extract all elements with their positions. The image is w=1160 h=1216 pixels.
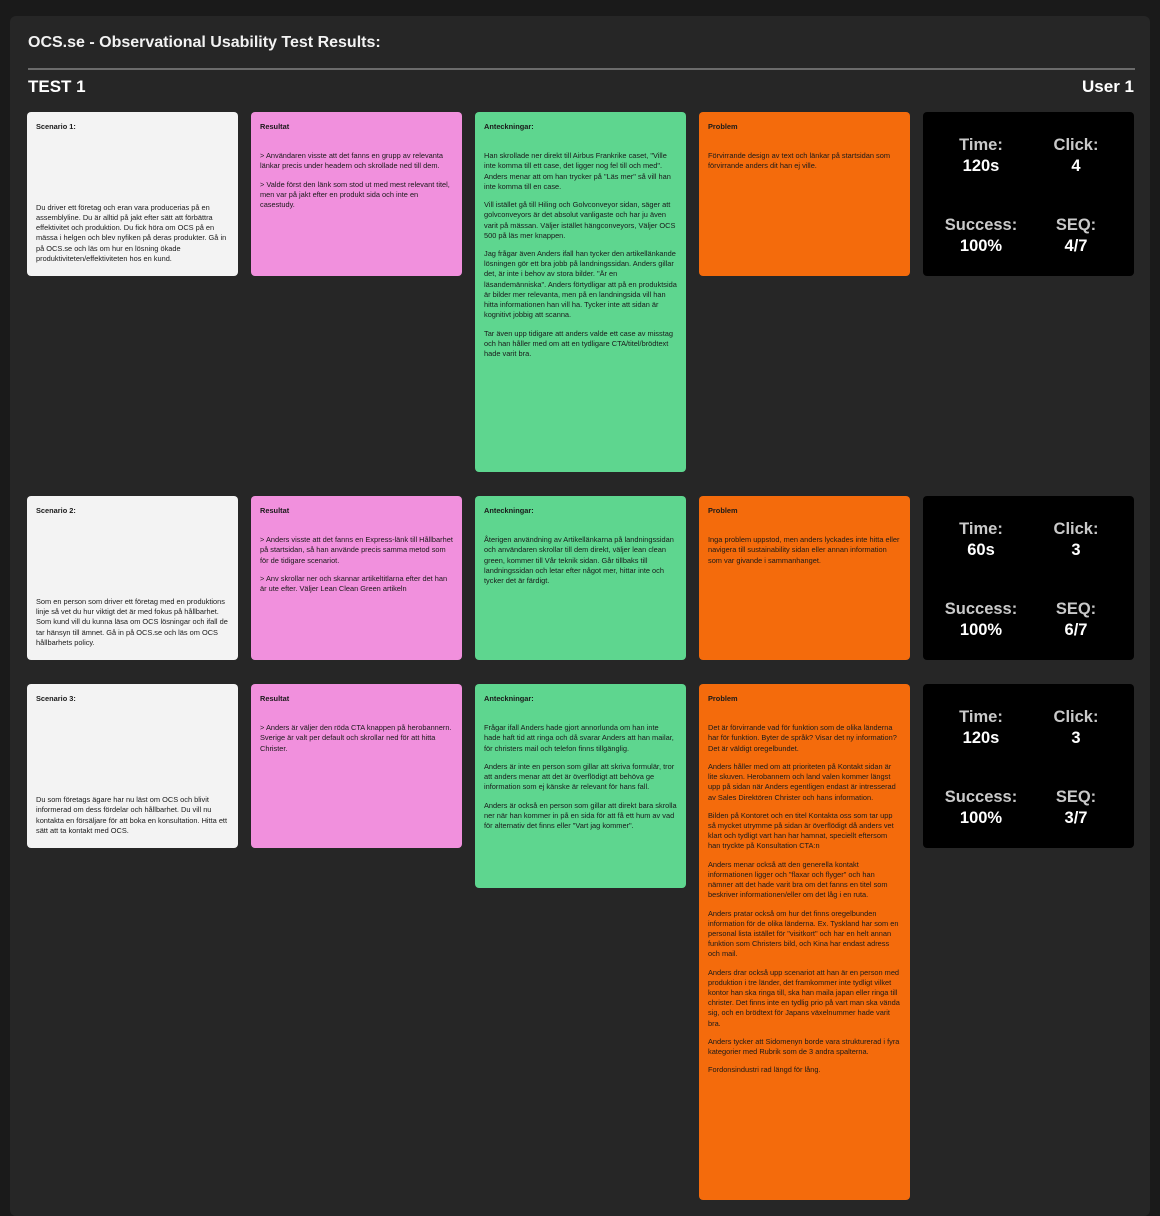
resultat-card-1[interactable]: Resultat > Användaren visste att det fan… (251, 112, 462, 276)
anteckningar-paragraph: Tar även upp tidigare att anders valde e… (484, 328, 673, 358)
scenario-card-1[interactable]: Scenario 1: Du driver ett företag och er… (27, 112, 238, 276)
problem-paragraph: Inga problem uppstod, men anders lyckade… (708, 535, 900, 565)
problem-paragraph: Anders drar också upp scenariot att han … (708, 967, 900, 1028)
anteckningar-paragraph: Återigen användning av Artikellänkarna p… (484, 535, 674, 586)
scenario-card-3[interactable]: Scenario 3: Du som företags ägare har nu… (27, 684, 238, 848)
resultat-paragraph: > Anv skrollar ner och skannar artikelti… (260, 573, 448, 594)
success-label: Success: (944, 600, 1018, 618)
problem-paragraph: Bilden på Kontoret och en titel Kontakta… (708, 810, 894, 851)
problem-paragraph: Fordonsindustri rad längd för lång. (708, 1065, 821, 1075)
time-metric: Time: 60s (926, 519, 1036, 560)
test-label: TEST 1 (28, 77, 86, 96)
scenario-title: Scenario 3: (36, 694, 76, 703)
problem-paragraph: Det är förvirrande vad för funktion som … (708, 723, 897, 753)
seq-metric: SEQ: 6/7 (1021, 599, 1131, 640)
resultat-paragraph: > Anders visste att det fanns en Express… (260, 535, 453, 565)
click-value: 3 (1071, 540, 1081, 559)
problem-card-2[interactable]: Problem Inga problem uppstod, men anders… (699, 496, 910, 660)
click-value: 4 (1071, 156, 1081, 175)
success-value: 100% (959, 620, 1003, 639)
anteckningar-title: Anteckningar: (484, 122, 534, 131)
success-metric: Success: 100% (926, 599, 1036, 640)
time-value: 120s (962, 728, 1000, 747)
scenario-card-2[interactable]: Scenario 2: Som en person som driver ett… (27, 496, 238, 660)
resultat-card-2[interactable]: Resultat > Anders visste att det fanns e… (251, 496, 462, 660)
scenario-text: Du driver ett företag och eran vara prod… (36, 202, 227, 263)
seq-value: 3/7 (1064, 808, 1088, 827)
resultat-paragraph: > Anders är väljer den röda CTA knappen … (260, 723, 452, 753)
metrics-card-2[interactable]: Time: 60s Click: 3 Success: 100% SEQ: 6/… (923, 496, 1134, 660)
anteckningar-paragraph: Vill istället gå till Hiling och Golvcon… (484, 200, 676, 240)
problem-title: Problem (708, 694, 738, 703)
problem-paragraph: Anders håller med om att prioriteten på … (708, 761, 896, 802)
success-label: Success: (944, 216, 1018, 234)
success-value: 100% (959, 236, 1003, 255)
seq-value: 6/7 (1064, 620, 1088, 639)
header-divider (28, 68, 1135, 70)
seq-metric: SEQ: 4/7 (1021, 215, 1131, 256)
seq-metric: SEQ: 3/7 (1021, 787, 1131, 828)
anteckningar-title: Anteckningar: (484, 506, 534, 515)
anteckningar-paragraph: Han skrollade ner direkt till Airbus Fra… (484, 151, 671, 191)
seq-label: SEQ: (1055, 788, 1097, 806)
time-metric: Time: 120s (926, 135, 1036, 176)
seq-label: SEQ: (1055, 600, 1097, 618)
resultat-title: Resultat (260, 694, 290, 703)
click-metric: Click: 3 (1021, 519, 1131, 560)
click-value: 3 (1071, 728, 1081, 747)
problem-title: Problem (708, 122, 738, 131)
resultat-title: Resultat (260, 506, 290, 515)
metrics-card-1[interactable]: Time: 120s Click: 4 Success: 100% SEQ: 4… (923, 112, 1134, 276)
problem-paragraph: Anders pratar också om hur det finns ore… (708, 908, 899, 959)
board-title: OCS.se - Observational Usability Test Re… (28, 34, 381, 51)
success-metric: Success: 100% (926, 215, 1036, 256)
anteckningar-paragraph: Anders är inte en person som gillar att … (484, 761, 675, 792)
time-label: Time: (959, 520, 1003, 538)
click-metric: Click: 3 (1021, 707, 1131, 748)
scenario-text: Som en person som driver ett företag med… (36, 596, 228, 647)
seq-value: 4/7 (1064, 236, 1088, 255)
anteckningar-card-3[interactable]: Anteckningar: Frågar ifall Anders hade g… (475, 684, 686, 888)
click-label: Click: (1053, 708, 1099, 726)
resultat-card-3[interactable]: Resultat > Anders är väljer den röda CTA… (251, 684, 462, 848)
scenario-title: Scenario 2: (36, 506, 76, 515)
anteckningar-card-2[interactable]: Anteckningar: Återigen användning av Art… (475, 496, 686, 660)
resultat-paragraph: > Valde först den länk som stod ut med m… (260, 179, 450, 210)
problem-paragraph: Anders menar också att den generella kon… (708, 859, 888, 900)
click-label: Click: (1053, 520, 1099, 538)
resultat-title: Resultat (260, 122, 290, 131)
seq-label: SEQ: (1055, 216, 1097, 234)
anteckningar-paragraph: Anders är också en person som gillar att… (484, 800, 677, 830)
time-label: Time: (959, 136, 1003, 154)
problem-paragraph: Förvirrande design av text och länkar på… (708, 151, 890, 171)
scenario-text: Du som företags ägare har nu läst om OCS… (36, 795, 228, 835)
problem-paragraph: Anders tycker att Sidomenyn borde vara s… (708, 1036, 900, 1057)
anteckningar-paragraph: Frågar ifall Anders hade gjort annorlund… (484, 723, 674, 753)
time-label: Time: (959, 708, 1003, 726)
anteckningar-title: Anteckningar: (484, 694, 534, 703)
scenario-title: Scenario 1: (36, 122, 76, 131)
click-label: Click: (1053, 136, 1099, 154)
anteckningar-card-1[interactable]: Anteckningar: Han skrollade ner direkt t… (475, 112, 686, 472)
metrics-card-3[interactable]: Time: 120s Click: 3 Success: 100% SEQ: 3… (923, 684, 1134, 848)
problem-card-1[interactable]: Problem Förvirrande design av text och l… (699, 112, 910, 276)
time-metric: Time: 120s (926, 707, 1036, 748)
success-value: 100% (959, 808, 1003, 827)
user-label: User 1 (1082, 77, 1134, 96)
problem-card-3[interactable]: Problem Det är förvirrande vad för funkt… (699, 684, 910, 1200)
time-value: 60s (967, 540, 995, 559)
time-value: 120s (962, 156, 1000, 175)
success-metric: Success: 100% (926, 787, 1036, 828)
resultat-paragraph: > Användaren visste att det fanns en gru… (260, 151, 444, 171)
problem-title: Problem (708, 506, 738, 515)
anteckningar-paragraph: Jag frågar även Anders ifall han tycker … (484, 248, 677, 320)
success-label: Success: (944, 788, 1018, 806)
click-metric: Click: 4 (1021, 135, 1131, 176)
